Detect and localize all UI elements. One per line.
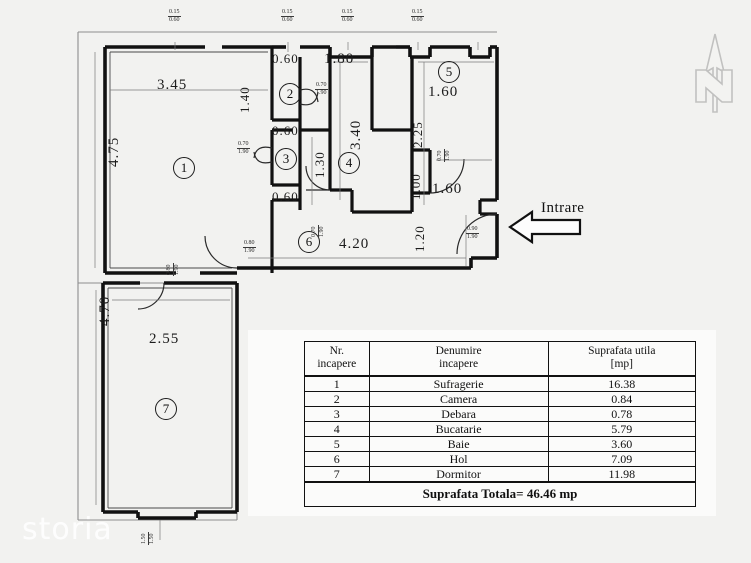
room-marker-2: 2 [279,83,301,105]
cell-nr: 1 [304,375,370,392]
col-header-area-line1: Suprafata utila [588,345,656,357]
table-body: 1 Sufragerie 16.38 2 Camera 0.84 3 Debar… [304,375,697,483]
dim-room2-gap: 1.40 [237,86,252,113]
dim-room7-width: 2.55 [149,331,180,347]
entrance-label: Intrare [541,200,585,216]
wall-inner-lines [107,51,268,509]
cell-nr: 7 [304,466,370,483]
room-marker-5: 5 [438,61,460,83]
cell-name: Sufragerie [368,375,549,392]
dim-hall-length: 4.20 [339,236,370,252]
cell-name: Bucatarie [368,421,549,437]
cell-area: 11.98 [547,466,697,483]
cell-nr: 5 [304,436,370,452]
room-marker-1: 1 [173,157,195,179]
room-marker-6: 6 [298,231,320,253]
dim-room7-height: 4.70 [97,295,113,326]
room-marker-3: 3 [275,148,297,170]
table-row: 4 Bucatarie 5.79 [304,421,697,437]
cell-nr: 4 [304,421,370,437]
cell-nr: 3 [304,406,370,422]
dim-room4-width: 1.30 [312,151,327,178]
cell-name: Camera [368,391,549,407]
table-row: 6 Hol 7.09 [304,451,697,467]
cell-nr: 6 [304,451,370,467]
col-header-area: Suprafata utila [mp] [547,341,697,377]
col-header-name-line2: incapere [439,358,479,370]
col-header-nr: Nr. incapere [304,341,370,377]
dim-room5-height: 2.25 [410,121,425,148]
cell-area: 0.84 [547,391,697,407]
table-row: 5 Baie 3.60 [304,436,697,452]
interior-walls [270,47,497,273]
cell-name: Hol [368,451,549,467]
dimension-lines [94,42,494,540]
table-header-row: Nr. incapere Denumire incapere Suprafata… [304,341,697,377]
cell-area: 5.79 [547,421,697,437]
cell-area: 7.09 [547,451,697,467]
entrance-arrow-icon [508,209,582,245]
exterior-walls [101,45,499,520]
cell-name: Dormitor [368,466,549,483]
dim-door-060-b: 0.60 [272,123,299,138]
dim-room5-width-top: 1.60 [428,84,459,100]
room-schedule-table: Nr. incapere Denumire incapere Suprafata… [304,341,697,507]
col-header-area-line2: [mp] [610,358,633,370]
col-header-nr-line1: Nr. [329,345,344,357]
table-row: 1 Sufragerie 16.38 [304,375,697,392]
dim-room2-top: 1.80 [324,51,355,67]
dim-room5-left: 1.00 [408,173,423,200]
total-area-cell: Suprafata Totala= 46.46 mp [304,481,696,507]
north-arrow-icon [695,33,733,113]
dim-room5-width-bot: 1.60 [432,181,463,197]
room-marker-4: 4 [338,152,360,174]
cell-name: Debara [368,406,549,422]
col-header-name: Denumire incapere [368,341,549,377]
cell-nr: 2 [304,391,370,407]
door-swings [137,88,498,310]
cell-area: 0.78 [547,406,697,422]
col-header-nr-line2: incapere [317,358,357,370]
table-footer: Suprafata Totala= 46.46 mp [304,481,696,507]
dim-room4-height: 3.40 [348,119,364,150]
cell-area: 3.60 [547,436,697,452]
cell-area: 16.38 [547,375,697,392]
table-total-row: Suprafata Totala= 46.46 mp [304,481,696,507]
table-header: Nr. incapere Denumire incapere Suprafata… [304,341,697,377]
dim-door-060-c: 0.60 [272,189,299,204]
room-marker-7: 7 [155,398,177,420]
dim-room1-height: 4.75 [106,136,122,167]
dim-door-060-a: 0.60 [272,51,299,66]
dim-hall-width: 1.20 [412,225,427,252]
dim-room1-width: 3.45 [157,77,188,93]
table-row: 2 Camera 0.84 [304,391,697,407]
storia-watermark: storia [22,512,113,547]
table-row: 3 Debara 0.78 [304,406,697,422]
cell-name: Baie [368,436,549,452]
col-header-name-line1: Denumire [435,345,482,357]
table-row: 7 Dormitor 11.98 [304,466,697,483]
